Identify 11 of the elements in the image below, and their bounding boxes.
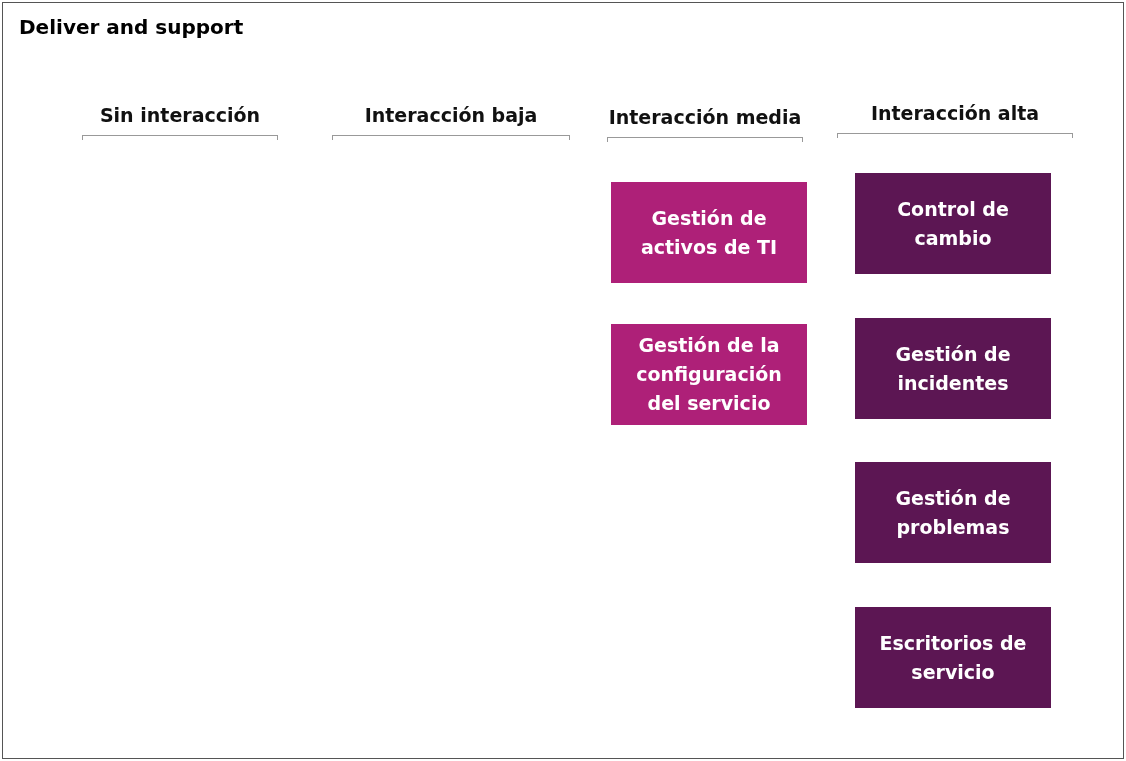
- column-header: Sin interacción: [98, 104, 262, 126]
- column-header: Interacción media: [607, 106, 803, 128]
- process-box: Gestión de activos de TI: [611, 182, 807, 283]
- column-header: Interacción alta: [869, 102, 1041, 124]
- process-box: Gestión de la configuración del servicio: [611, 324, 807, 425]
- frame-title: Deliver and support: [19, 15, 244, 39]
- process-box: Escritorios de servicio: [855, 607, 1051, 708]
- process-box: Control de cambio: [855, 173, 1051, 274]
- column-header: Interacción baja: [363, 104, 539, 126]
- process-box: Gestión de problemas: [855, 462, 1051, 563]
- process-box: Gestión de incidentes: [855, 318, 1051, 419]
